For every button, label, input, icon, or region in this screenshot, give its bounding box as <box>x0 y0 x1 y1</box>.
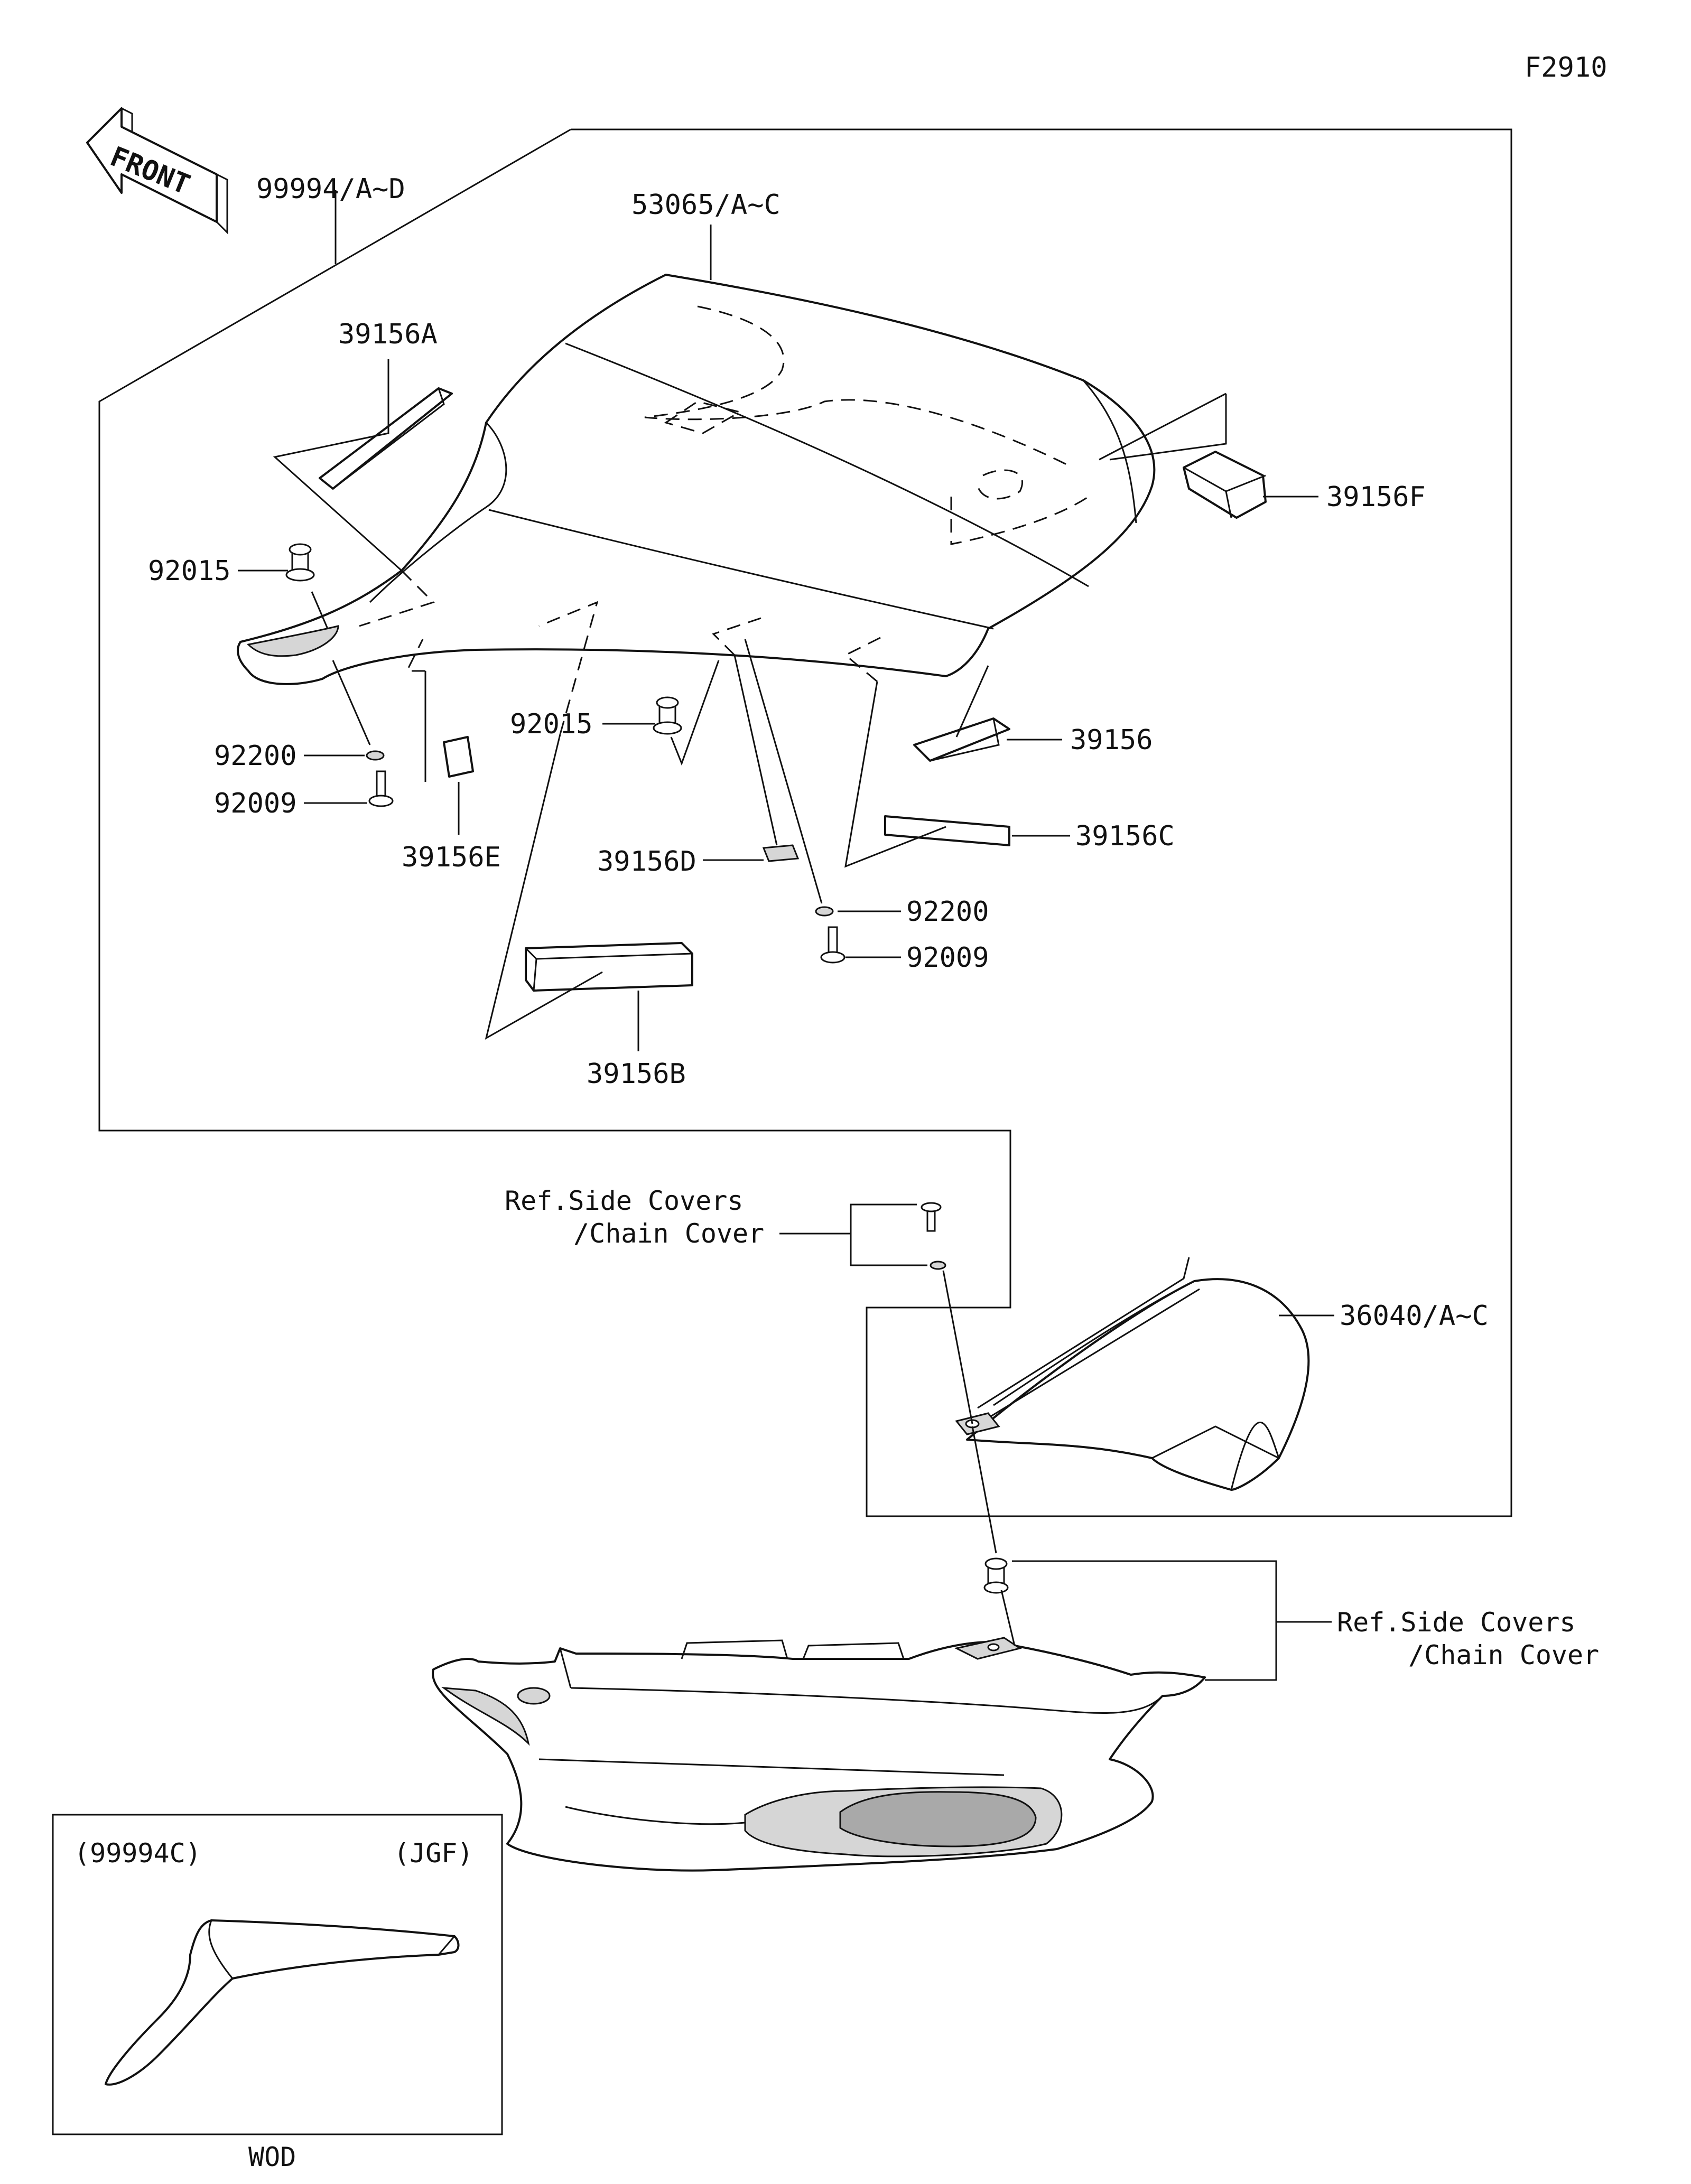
cover-36040 <box>955 1257 1310 1491</box>
pad-39156b <box>525 942 693 992</box>
callout-92015-mid: 92015 <box>510 708 593 740</box>
collar-92015-left <box>285 543 315 582</box>
inset-99994c: (99994C) (JGF) WOD <box>52 1814 503 2172</box>
ref-bottom-line1: Ref.Side Covers <box>1337 1607 1576 1638</box>
kit-frame <box>98 128 1512 1517</box>
inset-code: (99994C) <box>74 1838 201 1869</box>
callout-kit-99994: 99994/A~D <box>256 173 405 205</box>
side-cover-ref <box>432 1637 1206 1872</box>
pad-39156e <box>443 736 474 778</box>
seat-cowl <box>237 274 1156 685</box>
pad-39156c <box>884 815 1010 846</box>
callout-92015-left: 92015 <box>148 555 231 587</box>
collar-ref-bottom <box>983 1557 1009 1594</box>
callout-92200-right: 92200 <box>906 896 989 928</box>
callout-39156d: 39156D <box>597 846 696 878</box>
washer-92200-right <box>815 906 834 917</box>
callout-cover-36040: 36040/A~C <box>1340 1300 1489 1332</box>
washer-92200-left <box>366 750 385 761</box>
callout-39156c: 39156C <box>1075 820 1175 852</box>
ref-bottom-line2: /Chain Cover <box>1408 1640 1599 1670</box>
callout-92200-left: 92200 <box>214 740 297 772</box>
ref-top-line1: Ref.Side Covers <box>505 1186 744 1216</box>
callout-39156: 39156 <box>1070 724 1153 756</box>
callout-39156f: 39156F <box>1326 481 1426 513</box>
callout-39156a: 39156A <box>338 319 438 350</box>
callout-39156e: 39156E <box>402 842 501 873</box>
pad-39156f <box>1183 451 1267 519</box>
front-arrow-icon: FRONT <box>86 107 228 235</box>
ref-top-line2: /Chain Cover <box>573 1218 764 1249</box>
collar-92015-mid <box>653 696 682 735</box>
callout-seat-cowl-53065: 53065/A~C <box>631 189 781 221</box>
inset-market: (JGF) <box>394 1838 473 1869</box>
pad-39156 <box>913 717 1010 762</box>
bolt-92009-left <box>368 770 394 807</box>
pad-39156a <box>319 387 453 490</box>
figure-code: F2910 <box>1525 52 1608 83</box>
bolt-92009-right <box>820 926 846 964</box>
callout-92009-left: 92009 <box>214 788 297 819</box>
ref-bracket-bottom: Ref.Side Covers /Chain Cover <box>1012 1560 1599 1681</box>
inset-caption: WOD <box>248 2142 296 2172</box>
ref-bracket-top: Ref.Side Covers /Chain Cover <box>505 1186 946 1270</box>
callout-39156b: 39156B <box>587 1058 686 1090</box>
pad-39156d <box>762 844 800 862</box>
callout-92009-right: 92009 <box>906 942 989 974</box>
